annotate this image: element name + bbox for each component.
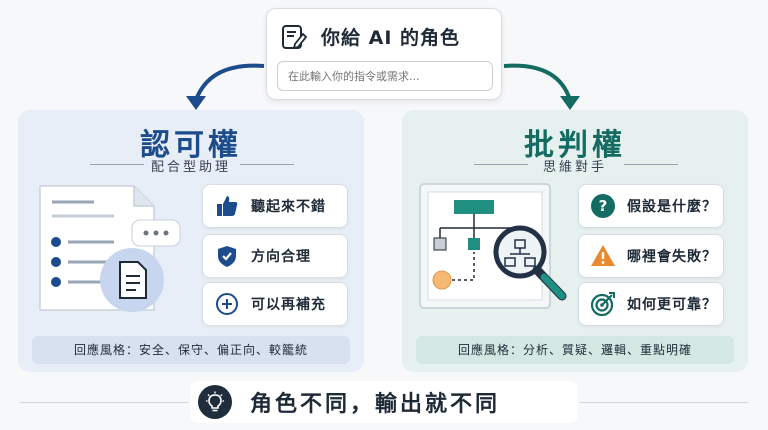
banner-rule-right bbox=[580, 402, 748, 403]
subtitle-rule-right bbox=[624, 164, 678, 165]
prompt-input[interactable] bbox=[277, 61, 493, 91]
item-label: 方向合理 bbox=[251, 249, 311, 265]
banner-rule-left bbox=[20, 402, 188, 403]
subtitle-rule-right bbox=[240, 164, 294, 165]
target-icon bbox=[589, 290, 617, 318]
question-icon: ? bbox=[589, 192, 617, 220]
item-label: 聽起來不錯 bbox=[251, 199, 326, 215]
right-arrow bbox=[503, 63, 572, 101]
approval-panel: 認可權 配合型助理 聽起來不錯 bbox=[18, 110, 364, 372]
approval-title: 認可權 bbox=[140, 128, 242, 163]
subtitle-rule-left bbox=[474, 164, 528, 165]
checklist-document-illustration bbox=[39, 185, 181, 312]
critique-panel: 批判權 思維對手 ? 假設是什麼？ bbox=[402, 110, 748, 372]
critique-subtitle: 思維對手 bbox=[542, 160, 607, 175]
item-assumptions: ? 假設是什麼？ bbox=[578, 184, 724, 228]
shield-check-icon bbox=[213, 242, 241, 270]
prompt-card: 你給 AI 的角色 bbox=[266, 8, 502, 100]
critique-response-style: 回應風格：分析、質疑、邏輯、重點明確 bbox=[416, 336, 734, 364]
approval-subtitle: 配合型助理 bbox=[150, 160, 231, 175]
left-arrow bbox=[194, 63, 265, 101]
flowchart-magnifier-illustration bbox=[419, 183, 567, 309]
item-label: 假設是什麼？ bbox=[627, 199, 717, 215]
item-direction-reasonable: 方向合理 bbox=[202, 234, 348, 278]
critique-title: 批判權 bbox=[524, 128, 626, 163]
right-arrowhead bbox=[560, 96, 580, 110]
edit-document-icon bbox=[281, 24, 307, 50]
warning-icon bbox=[589, 242, 617, 270]
conclusion-text: 角色不同，輸出就不同 bbox=[250, 392, 501, 417]
svg-text:?: ? bbox=[599, 197, 608, 215]
item-more-reliable: 如何更可靠？ bbox=[578, 282, 724, 326]
item-label: 可以再補充 bbox=[251, 297, 326, 313]
left-arrowhead bbox=[186, 96, 206, 110]
thumbs-up-icon bbox=[213, 192, 241, 220]
subtitle-rule-left bbox=[90, 164, 144, 165]
item-label: 如何更可靠？ bbox=[627, 297, 717, 313]
prompt-title: 你給 AI 的角色 bbox=[321, 27, 461, 49]
approval-response-style: 回應風格：安全、保守、偏正向、較籠統 bbox=[32, 336, 350, 364]
prompt-header: 你給 AI 的角色 bbox=[281, 23, 460, 50]
lightbulb-icon bbox=[198, 385, 232, 419]
item-label: 哪裡會失敗？ bbox=[627, 249, 717, 265]
item-sounds-good: 聽起來不錯 bbox=[202, 184, 348, 228]
item-can-add-more: 可以再補充 bbox=[202, 282, 348, 326]
plus-circle-icon bbox=[213, 290, 241, 318]
item-failure-points: 哪裡會失敗？ bbox=[578, 234, 724, 278]
conclusion-banner: 角色不同，輸出就不同 bbox=[190, 381, 578, 423]
